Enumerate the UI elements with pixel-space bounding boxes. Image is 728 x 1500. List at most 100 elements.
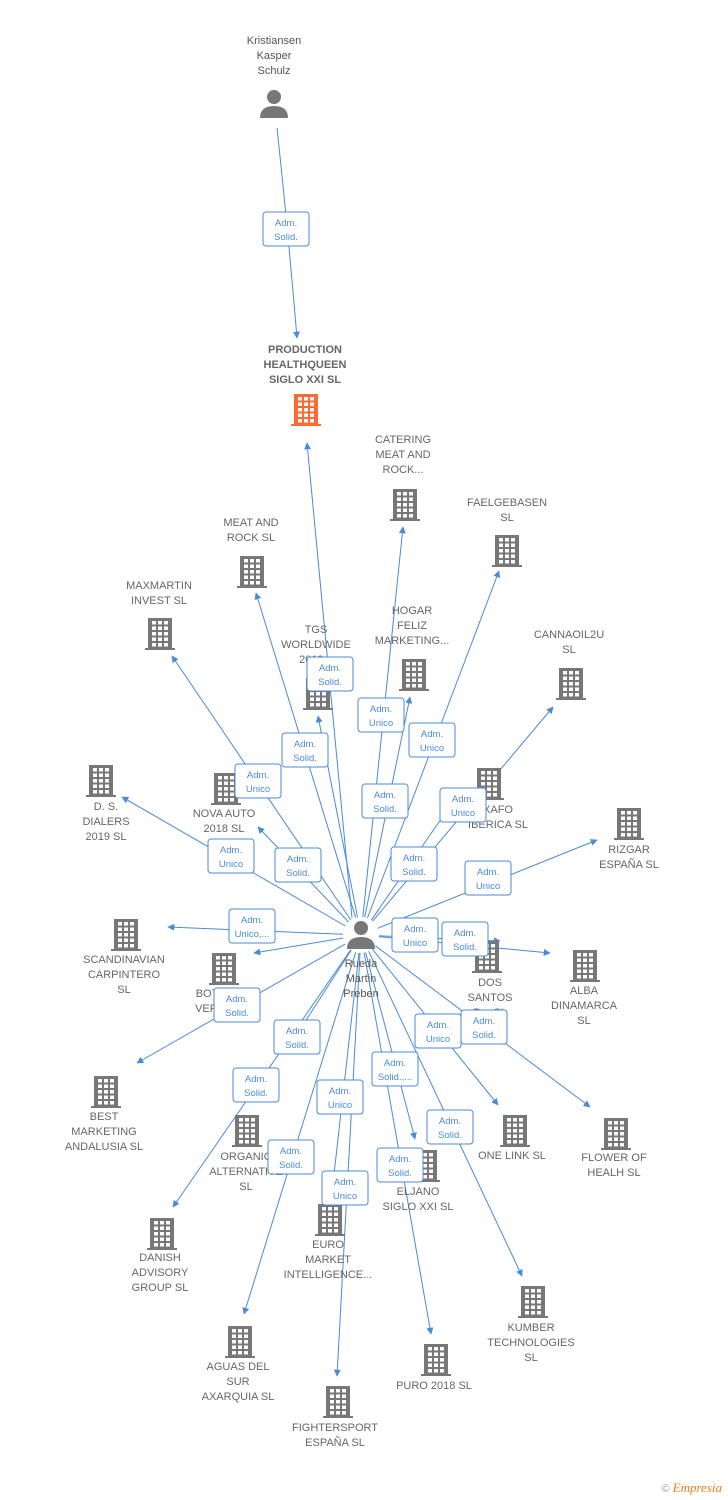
- company-label-tgs-line: WORLDWIDE: [281, 639, 351, 651]
- role-puro-line: Adm.: [389, 1154, 411, 1165]
- role-novaauto[interactable]: Adm.Solid.: [274, 847, 322, 883]
- role-dsdialers[interactable]: Adm.Unico: [207, 838, 255, 874]
- role-puro-line: Solid.: [388, 1168, 412, 1179]
- role-organic[interactable]: Adm.Solid.: [232, 1067, 280, 1103]
- building-icon-scandinavian[interactable]: [111, 919, 141, 951]
- building-icon-bestmarketing[interactable]: [91, 1076, 121, 1108]
- role-euromarket[interactable]: Adm.Solid.: [267, 1139, 315, 1175]
- role-bestmarketing-line: Adm.: [286, 1026, 308, 1037]
- company-label-kumber-line: SL: [524, 1352, 537, 1364]
- role-tgs-line: Adm.: [319, 663, 341, 674]
- role-bestmarketing-line: Solid.: [285, 1040, 309, 1051]
- role-top-person[interactable]: Adm.Solid.: [262, 211, 310, 247]
- role-rizgar[interactable]: Adm.Unico: [464, 860, 512, 896]
- company-label-hogar-line: HOGAR: [392, 605, 432, 617]
- role-catering[interactable]: Adm.Unico: [357, 697, 405, 733]
- role-cannaoil-line: Unico: [451, 808, 475, 819]
- building-icon-catering[interactable]: [390, 489, 420, 521]
- role-rizgar-line: Unico: [476, 881, 500, 892]
- company-label-xafo-line: XAFO: [483, 804, 513, 816]
- role-aguas[interactable]: Adm.Unico: [321, 1170, 369, 1206]
- company-label-eljano-line: ELJANO: [397, 1186, 440, 1198]
- edge-puro: [363, 952, 434, 1335]
- company-label-euromarket-line: MARKET: [305, 1254, 351, 1266]
- role-dsdialers-line: Adm.: [220, 845, 242, 856]
- role-puro[interactable]: Adm. Solid.: [376, 1147, 424, 1183]
- role-scandinavian[interactable]: Adm.Unico,...: [228, 908, 276, 944]
- role-maxmartin-line: Adm.: [247, 770, 269, 781]
- role-catering-line: Unico: [369, 718, 393, 729]
- company-label-danish-line: ADVISORY: [132, 1267, 189, 1279]
- building-icon-meatrock[interactable]: [237, 556, 267, 588]
- building-icon-botver[interactable]: [209, 953, 239, 985]
- building-icon-flower[interactable]: [601, 1118, 631, 1150]
- role-flower[interactable]: Adm.Solid.: [460, 1009, 508, 1045]
- building-icon-novaauto[interactable]: [211, 773, 241, 805]
- role-cannaoil[interactable]: Adm. Unico: [439, 787, 487, 823]
- building-icon-puro[interactable]: [421, 1344, 451, 1376]
- building-icon-faelgebasen[interactable]: [492, 535, 522, 567]
- building-icon-aguas[interactable]: [225, 1326, 255, 1358]
- building-icon-alba[interactable]: [570, 950, 600, 982]
- brand-logo[interactable]: Empresia: [672, 1480, 722, 1495]
- building-icon-cannaoil[interactable]: [556, 668, 586, 700]
- building-icon-rizgar[interactable]: [614, 808, 644, 840]
- top-person-label-line: Kasper: [257, 50, 292, 62]
- building-icon-fightersport[interactable]: [323, 1386, 353, 1418]
- role-xafo[interactable]: Adm.Solid.: [390, 846, 438, 882]
- role-eljano[interactable]: Adm.Solid.,...: [371, 1051, 419, 1087]
- role-eljano-line: Solid.,...: [378, 1072, 412, 1083]
- copyright-symbol: ©: [661, 1483, 670, 1495]
- building-icon-danish[interactable]: [147, 1218, 177, 1250]
- role-alba[interactable]: Adm.Solid.: [441, 921, 489, 957]
- main-company-building-icon[interactable]: [291, 394, 321, 426]
- role-xafo-line: Solid.: [402, 867, 426, 878]
- role-botver-line: Adm.: [226, 994, 248, 1005]
- building-icon-hogar[interactable]: [399, 659, 429, 691]
- role-onelink[interactable]: Adm.Unico: [414, 1013, 462, 1049]
- person-icon[interactable]: [260, 90, 288, 118]
- role-maxmartin[interactable]: Adm.Unico: [234, 763, 282, 799]
- role-hogar[interactable]: Adm.Solid.: [361, 783, 409, 819]
- company-label-aguas-line: AGUAS DEL: [207, 1361, 270, 1373]
- building-icon-euromarket[interactable]: [315, 1204, 345, 1236]
- role-kumber[interactable]: Adm.Solid.: [426, 1109, 474, 1145]
- company-label-maxmartin-line: INVEST SL: [131, 595, 187, 607]
- role-tgs[interactable]: Adm.Solid.: [306, 656, 354, 692]
- main-company-label-line: PRODUCTION: [268, 344, 342, 356]
- company-label-scandinavian-line: CARPINTERO: [88, 969, 161, 981]
- building-icon-organic[interactable]: [232, 1115, 262, 1147]
- role-bestmarketing[interactable]: Adm. Solid.: [273, 1019, 321, 1055]
- role-fightersport[interactable]: Adm.Unico: [316, 1079, 364, 1115]
- building-icon-onelink[interactable]: [500, 1115, 530, 1147]
- company-label-novaauto-line: NOVA AUTO: [193, 808, 256, 820]
- main-company-label-line: HEALTHQUEEN: [264, 359, 347, 371]
- role-faelgebasen[interactable]: Adm.Unico: [408, 722, 456, 758]
- edge-aguas: [242, 952, 357, 1315]
- company-label-bestmarketing-line: BEST: [90, 1111, 119, 1123]
- role-botver[interactable]: Adm.Solid.: [213, 987, 261, 1023]
- role-top-person-line: Adm.: [275, 218, 297, 229]
- company-label-catering-line: ROCK...: [383, 464, 424, 476]
- role-faelgebasen-line: Adm.: [421, 729, 443, 740]
- building-icon-maxmartin[interactable]: [145, 618, 175, 650]
- company-label-flower-line: FLOWER OF: [581, 1152, 647, 1164]
- role-meatrock[interactable]: Adm.Solid.: [281, 732, 329, 768]
- company-label-euromarket-line: INTELLIGENCE...: [284, 1269, 373, 1281]
- role-dossantos[interactable]: Adm.Unico: [391, 917, 439, 953]
- role-cannaoil-line: Adm.: [452, 794, 474, 805]
- building-icon-dsdialers[interactable]: [86, 765, 116, 797]
- edge-euromarket: [329, 952, 360, 1193]
- role-novaauto-line: Adm.: [287, 854, 309, 865]
- company-label-eljano-line: SIGLO XXI SL: [383, 1201, 454, 1213]
- building-icon-kumber[interactable]: [518, 1286, 548, 1318]
- center-person-icon[interactable]: [347, 921, 375, 949]
